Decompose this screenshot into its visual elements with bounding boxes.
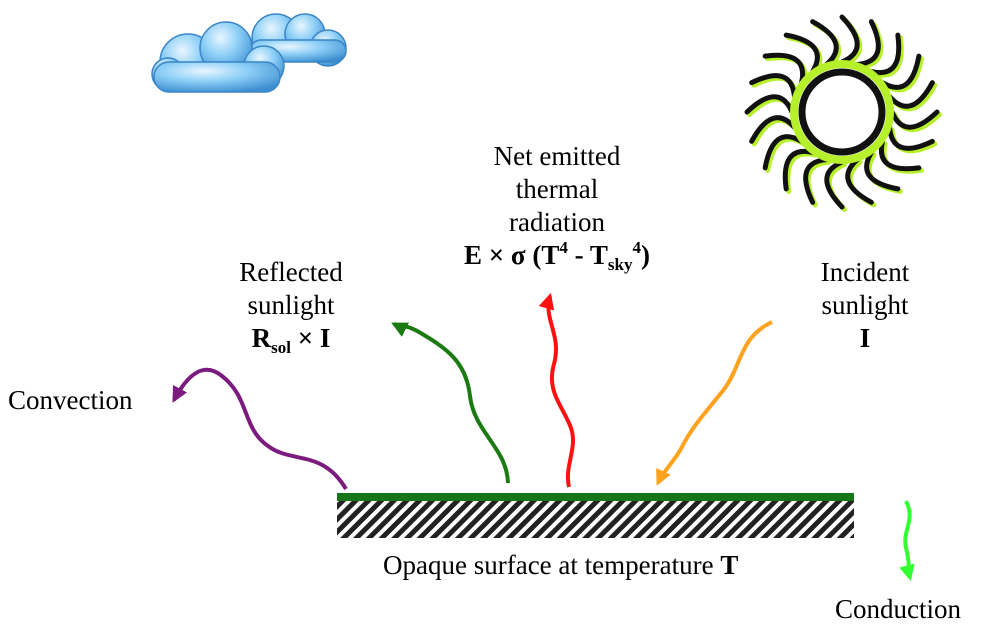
incident-formula: I [859,323,871,353]
sun-ray [887,124,935,151]
incident-line2: sunlight [821,290,909,320]
reflected-line2: sunlight [247,290,335,320]
sun-ray [864,149,901,192]
cloud-icon [151,13,347,93]
sun-ray [839,14,860,65]
sun-ray [887,80,935,109]
sun-ray [854,19,881,67]
sun-ray [762,52,806,86]
surface-top [337,493,854,501]
sun-ray [868,32,902,76]
convection-label: Convection [8,385,133,415]
reflected-formula: Rsol × I [251,323,331,357]
emitted-formula: E × σ (T4 - Tsky4) [464,238,650,274]
reflected-arrow [391,322,510,484]
incident-arrow [656,320,773,486]
sun-ray [889,109,940,130]
sun-icon [744,14,942,212]
sun-ring-inner [798,68,886,156]
emitted-line3: radiation [509,207,605,237]
emitted-arrow [538,292,575,488]
incident-sunlight-label: Incident sunlight I [790,256,940,355]
reflected-line1: Reflected [239,257,343,287]
surface-label: Opaque surface at temperature T [383,550,739,580]
sun-ray [879,53,922,90]
sun-ray [782,148,816,192]
convection-arrow [172,367,348,491]
sun-ray [744,94,795,115]
sun-ray [749,73,797,100]
conduction-arrow [899,500,915,582]
sun-ray [783,32,820,75]
emitted-line2: thermal [515,174,599,204]
sun-ray [749,115,797,144]
sun-ray [810,19,839,67]
conduction-label: Conduction [835,594,961,624]
sun-ray [878,138,922,172]
incident-line1: Incident [820,257,910,287]
net-emitted-label: Net emitted thermal radiation E × σ (T4 … [422,140,692,274]
sun-ray [803,157,830,205]
emitted-line1: Net emitted [493,141,621,171]
reflected-sunlight-label: Reflected sunlight Rsol × I [206,256,376,357]
sun-ray [762,134,805,171]
sun-ray [845,157,874,205]
sun-ray [824,159,845,210]
surface-hatch [337,500,854,538]
